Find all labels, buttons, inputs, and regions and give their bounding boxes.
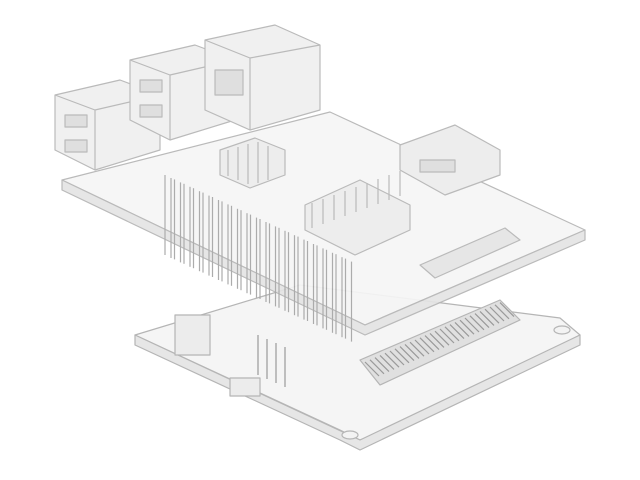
- top-board: [54, 24, 586, 342]
- hdmi-port: [399, 124, 501, 196]
- heatsink-large: [304, 171, 411, 256]
- ethernet-port: [204, 24, 321, 131]
- heatsink-small: [219, 137, 286, 189]
- camera-connector: [419, 227, 521, 279]
- connector-block: [174, 314, 211, 356]
- bottom-board: [134, 284, 581, 451]
- gpio-header: [164, 175, 353, 342]
- ribbon-connector: [359, 299, 521, 386]
